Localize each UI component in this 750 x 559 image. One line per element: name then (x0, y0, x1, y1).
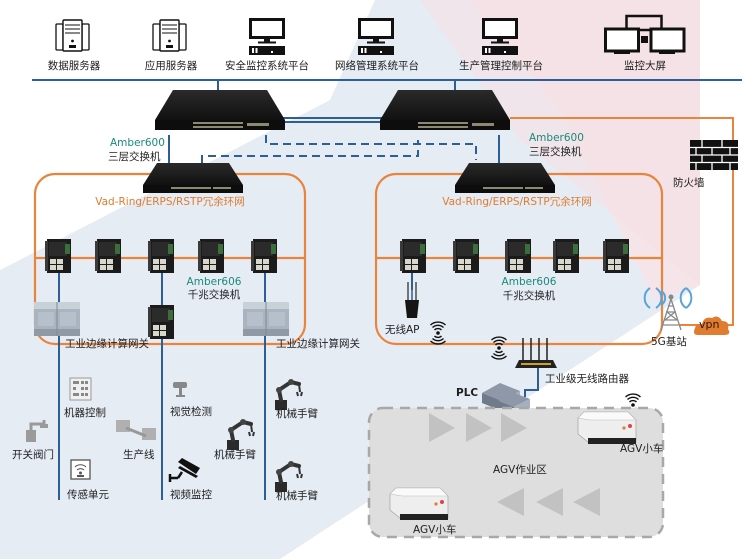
server-icon (152, 19, 187, 52)
ring-left-switch-model: Amber606 (186, 276, 242, 288)
bg-white-left (0, 0, 330, 270)
sensor-unit-label: 传感单元 (67, 489, 109, 501)
robot-arm-top-label: 机械手臂 (276, 408, 318, 420)
robot-arm-mid-label: 机械手臂 (214, 449, 256, 461)
amber606-switch (603, 239, 629, 273)
amber606-switch (198, 239, 224, 273)
firewall-label: 防火墙 (673, 177, 705, 189)
agv-zone-label: AGV作业区 (493, 464, 547, 476)
vision-inspection-icon (173, 382, 187, 397)
production-line-icon (116, 420, 156, 440)
video-surveillance-label: 视频监控 (170, 489, 212, 501)
amber606-switch (95, 239, 121, 273)
agv-car-icon (577, 411, 637, 445)
edge-gateway-left (33, 301, 81, 337)
industrial-router-icon (515, 338, 557, 368)
label-security-platform: 安全监控系统平台 (225, 60, 309, 72)
router-label: 工业级无线路由器 (545, 373, 629, 385)
plc-label: PLC (456, 387, 479, 399)
amber606-switch (251, 239, 277, 273)
amber606-switch (45, 239, 71, 273)
core-left-model: Amber600 (110, 137, 165, 149)
edge-gateway-right (242, 301, 290, 337)
production-line-label: 生产线 (123, 449, 155, 461)
firewall-icon (690, 140, 738, 170)
machine-control-label: 机器控制 (64, 407, 106, 419)
core-right-type: 三层交换机 (529, 146, 582, 158)
ring-right-label: Vad-Ring/ERPS/RSTP冗余环网 (442, 196, 592, 208)
ring-right-switches (376, 239, 662, 273)
server-icon (55, 19, 90, 52)
label-production-platform: 生产管理控制平台 (459, 60, 543, 72)
amber606-switch (505, 239, 531, 273)
ring-left-switches (35, 239, 305, 273)
gateway-left-label: 工业边缘计算网关 (65, 338, 149, 350)
workstation-icon (358, 18, 394, 55)
agv-car-icon (389, 487, 449, 521)
amber606-switch (148, 239, 174, 273)
core-right-model: Amber600 (529, 132, 584, 144)
workstation-icon (482, 18, 518, 55)
switch-valve-label: 开关阀门 (12, 449, 54, 461)
video-wall-icon (604, 14, 686, 54)
machine-control-icon (69, 377, 92, 401)
amber606-switch (400, 239, 426, 273)
5g-base-station-label: 5G基站 (651, 336, 687, 348)
distribution-switch-right (455, 163, 555, 193)
field-switch (148, 305, 174, 339)
ring-left-switch-type: 千兆交换机 (187, 289, 241, 301)
switch-valve-icon (26, 420, 48, 442)
ring-right-switch-type: 千兆交换机 (502, 290, 556, 302)
vpn-label: vpn (699, 318, 720, 331)
5g-tower-icon (643, 287, 693, 331)
agv-direction-arrows (429, 413, 600, 516)
label-data-server: 数据服务器 (47, 60, 101, 72)
wireless-ap-label: 无线AP (385, 324, 420, 336)
distribution-switch-left (143, 163, 243, 193)
core-left-type: 三层交换机 (108, 151, 161, 163)
wireless-ap-icon (405, 280, 419, 318)
gateway-right-label: 工业边缘计算网关 (276, 338, 360, 350)
workstation-icon (249, 18, 285, 55)
agv-car-2-label: AGV小车 (413, 524, 457, 536)
amber606-switch (553, 239, 579, 273)
vpn-cloud-icon (694, 316, 730, 335)
ring-left-label: Vad-Ring/ERPS/RSTP冗余环网 (95, 196, 245, 208)
label-network-mgmt-platform: 网络管理系统平台 (335, 60, 419, 72)
ring-right-switch-model: Amber606 (501, 276, 557, 288)
agv-car-1-label: AGV小车 (620, 443, 664, 455)
sensor-unit-icon (70, 459, 91, 480)
vision-inspection-label: 视觉检测 (170, 406, 212, 418)
amber606-switch (453, 239, 479, 273)
label-video-wall: 监控大屏 (624, 60, 666, 72)
5g-tower-waves-right (679, 287, 687, 309)
core-switch-left (155, 90, 285, 130)
robot-arm-bottom-label: 机械手臂 (276, 490, 318, 502)
label-app-server: 应用服务器 (144, 60, 198, 72)
core-switch-right (380, 90, 510, 130)
surveillance-camera-icon (168, 458, 200, 482)
